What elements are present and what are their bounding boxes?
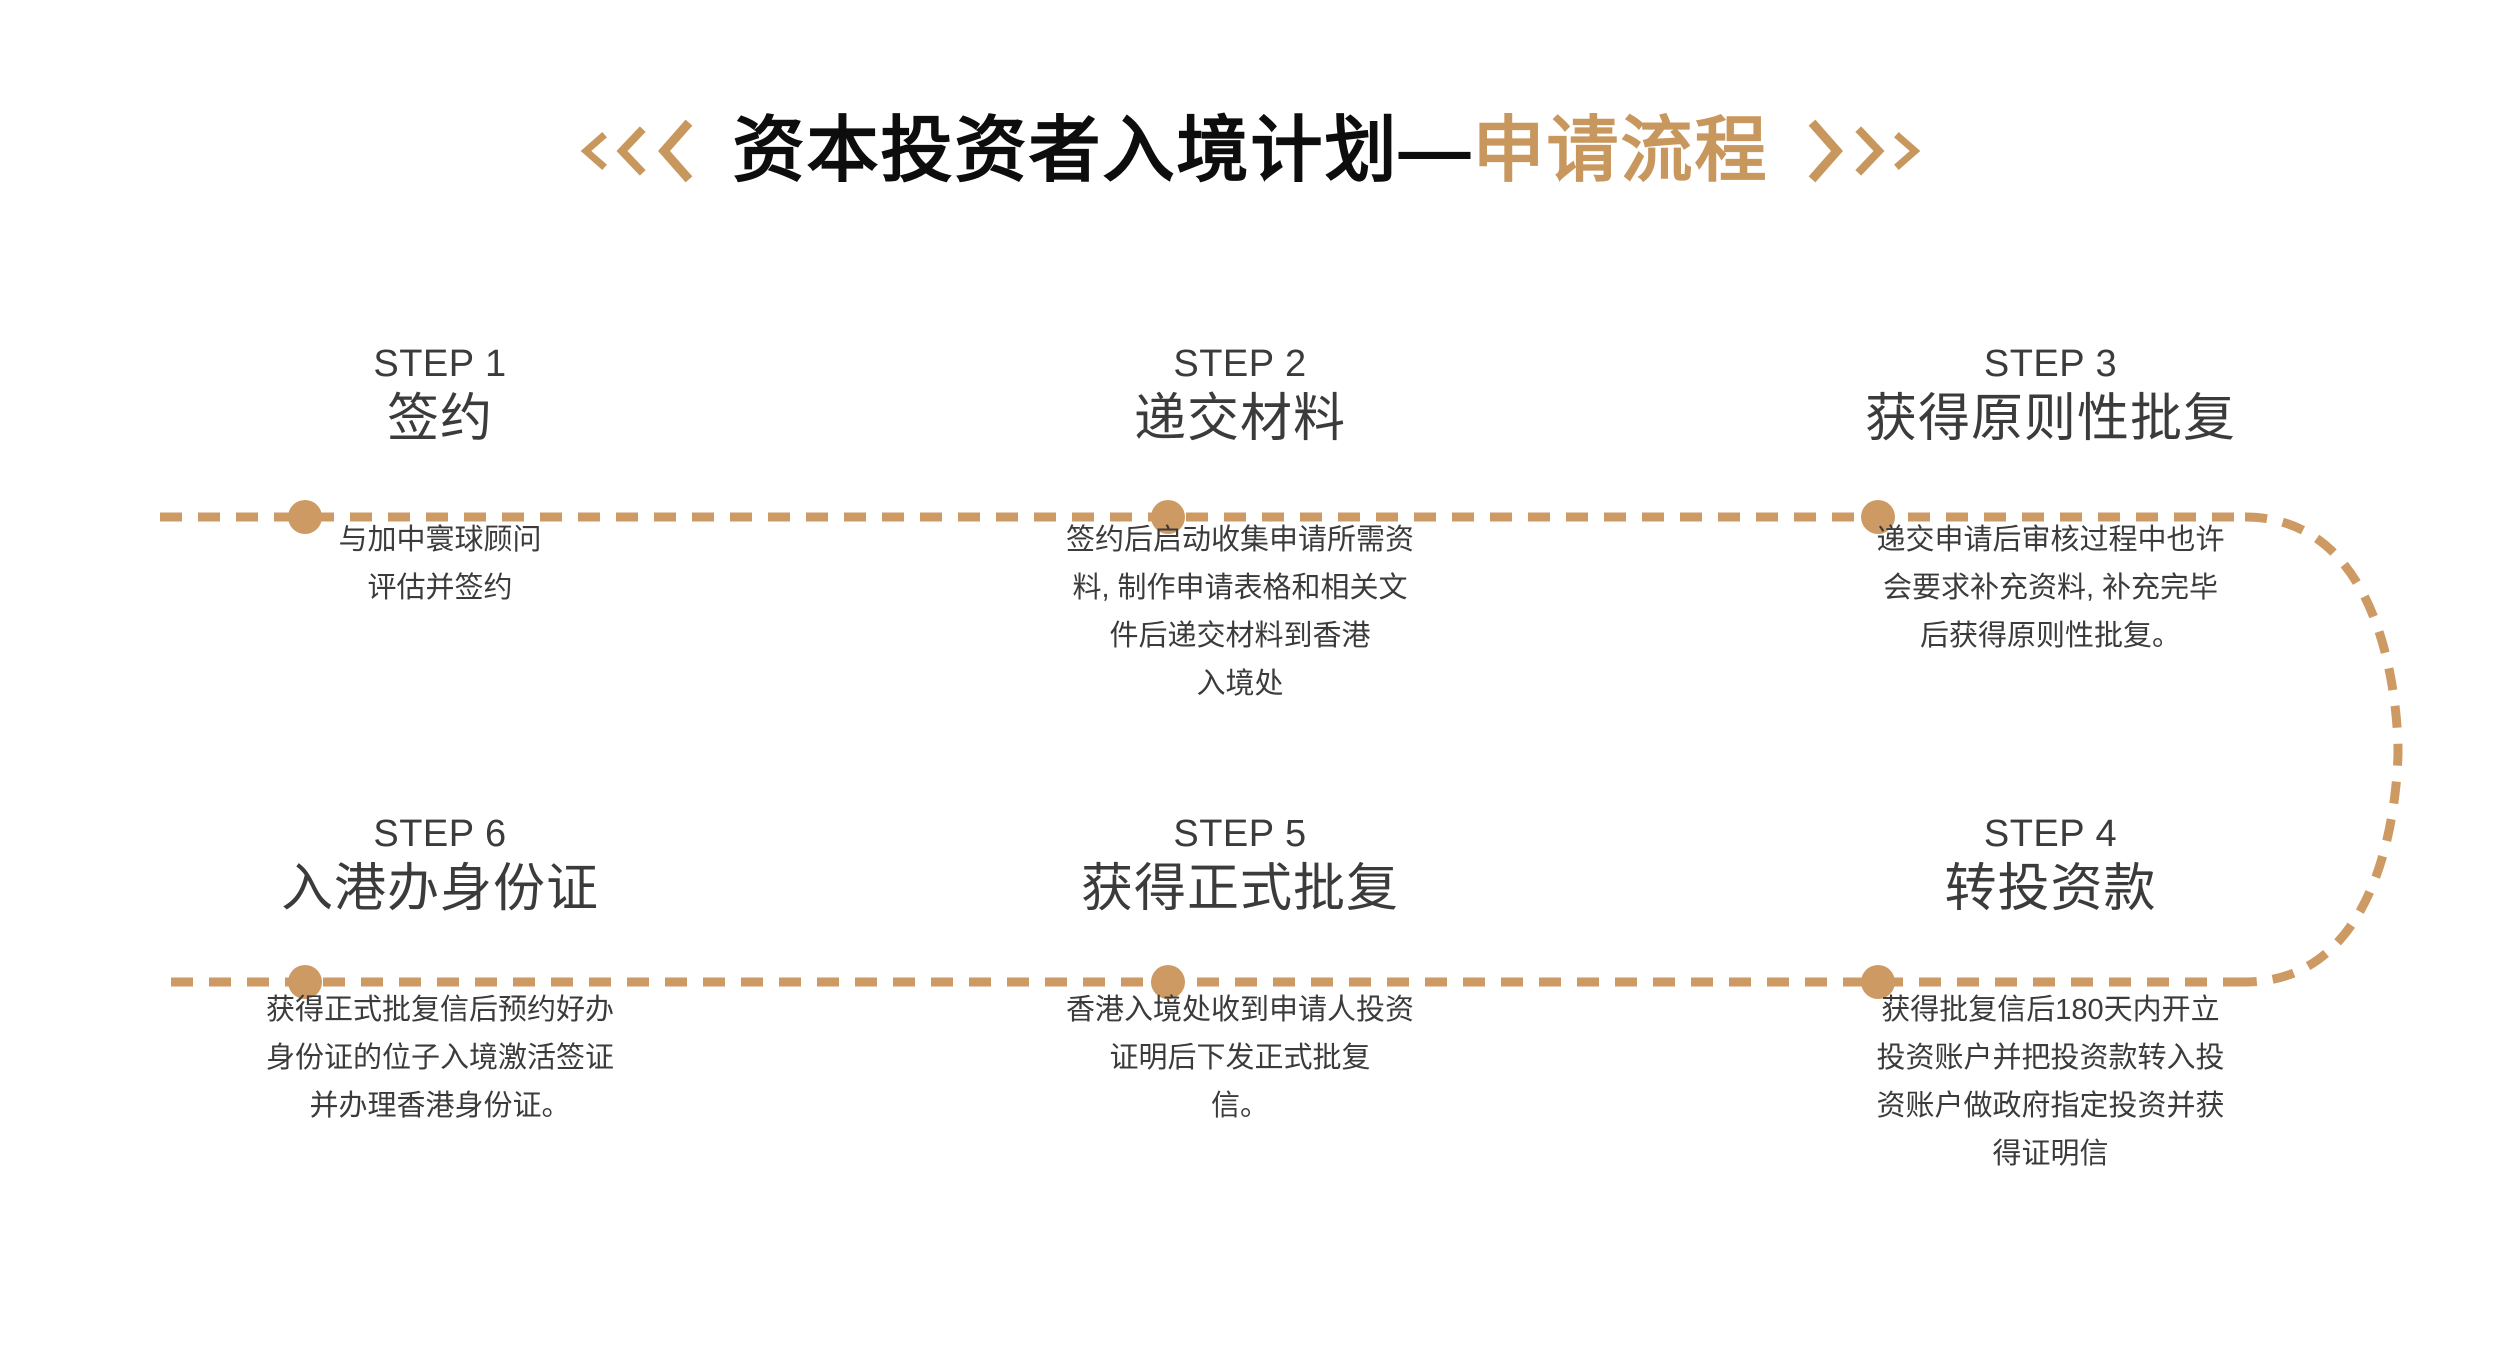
page-title: 资本投资者入境计划—申请流程 [732, 115, 1768, 187]
step-card-2: STEP 2 递交材料 签约后启动收集申请所需资 料, 制作申请表格和相关文 件… [880, 340, 1600, 708]
step-4-desc-line-3: 资账户做政府指定投资并获 [1876, 1090, 2225, 1122]
step-6-description: 获得正式批复信后预约好办 身份证的位子入境激活签证 并办理香港身份证。 [0, 986, 880, 1130]
page-title-accent: 申请流程 [1472, 111, 1769, 191]
step-5-desc-line-1: 香港入境处收到申请人投资 [1065, 994, 1414, 1026]
step-6-desc-line-1: 获得正式批复信后预约好办 [265, 994, 614, 1026]
right-chevrons-icon [1803, 116, 1925, 186]
step-2-header: STEP 2 递交材料 [880, 340, 1600, 450]
step-2-label: STEP 2 [1173, 343, 1307, 385]
step-5-title: 获得正式批复 [1080, 860, 1399, 918]
step-card-4: STEP 4 转投资款 获得批复信后180天内开立 投资账户并把投资款转入投 资… [1600, 810, 2501, 1178]
step-4-desc-line-4: 得证明信 [1992, 1138, 2109, 1170]
step-3-label: STEP 3 [1983, 343, 2118, 385]
page-title-bar: 资本投资者入境计划—申请流程 [0, 96, 2501, 206]
step-3-title: 获得原则性批复 [1864, 390, 2236, 448]
step-6-desc-line-2: 身份证的位子入境激活签证 [265, 1042, 614, 1074]
step-card-1: STEP 1 签约 与加中寰球顾问 评估并签约 [0, 340, 880, 708]
step-3-description: 递交申请后审核过程中也许 会要求补充资料, 补充完毕 后获得原则性批复。 [1600, 516, 2501, 660]
step-3-desc-line-2: 会要求补充资料, 补充完毕 [1882, 572, 2219, 604]
step-1-label: STEP 1 [373, 343, 507, 385]
step-2-desc-line-2: 料, 制作申请表格和相关文 [1072, 572, 1408, 604]
step-2-desc-line-1: 签约后启动收集申请所需资 [1065, 524, 1414, 556]
step-4-desc-line-1: 获得批复信后180天内开立 [1881, 994, 2220, 1026]
step-1-description: 与加中寰球顾问 评估并签约 [0, 516, 880, 612]
step-1-desc-line-2: 评估并签约 [367, 572, 513, 604]
step-6-label: STEP 6 [373, 813, 507, 855]
step-6-title: 入港办身份证 [280, 860, 599, 918]
step-card-3: STEP 3 获得原则性批复 递交申请后审核过程中也许 会要求补充资料, 补充完… [1600, 340, 2501, 708]
step-6-desc-line-3: 并办理香港身份证。 [309, 1090, 571, 1122]
step-card-5: STEP 5 获得正式批复 香港入境处收到申请人投资 证明后下发正式批复 信。 [880, 810, 1600, 1178]
step-5-desc-line-3: 信。 [1210, 1090, 1269, 1122]
step-3-header: STEP 3 获得原则性批复 [1600, 340, 2501, 450]
step-4-title: 转投资款 [1944, 860, 2157, 918]
step-card-6: STEP 6 入港办身份证 获得正式批复信后预约好办 身份证的位子入境激活签证 … [0, 810, 880, 1178]
step-5-header: STEP 5 获得正式批复 [880, 810, 1600, 920]
step-4-header: STEP 4 转投资款 [1600, 810, 2501, 920]
step-3-desc-line-1: 递交申请后审核过程中也许 [1876, 524, 2225, 556]
step-4-description: 获得批复信后180天内开立 投资账户并把投资款转入投 资账户做政府指定投资并获 … [1600, 986, 2501, 1178]
step-2-desc-line-3: 件后递交材料到香港 [1109, 620, 1371, 652]
step-3-desc-line-3: 后获得原则性批复。 [1919, 620, 2181, 652]
step-1-title: 签约 [386, 390, 493, 448]
step-4-label: STEP 4 [1983, 813, 2118, 855]
step-2-description: 签约后启动收集申请所需资 料, 制作申请表格和相关文 件后递交材料到香港 入境处 [880, 516, 1600, 708]
left-chevrons-icon [576, 116, 698, 186]
step-5-label: STEP 5 [1173, 813, 1307, 855]
step-2-desc-line-4: 入境处 [1196, 668, 1284, 700]
step-2-title: 递交材料 [1133, 390, 1346, 448]
page-title-primary: 资本投资者入境计划— [732, 111, 1473, 191]
step-5-description: 香港入境处收到申请人投资 证明后下发正式批复 信。 [880, 986, 1600, 1130]
step-5-desc-line-2: 证明后下发正式批复 [1109, 1042, 1371, 1074]
step-1-header: STEP 1 签约 [0, 340, 880, 450]
step-1-desc-line-1: 与加中寰球顾问 [338, 524, 542, 556]
timeline-row-bottom: STEP 6 入港办身份证 获得正式批复信后预约好办 身份证的位子入境激活签证 … [0, 810, 2501, 1178]
step-4-desc-line-2: 投资账户并把投资款转入投 [1876, 1042, 2225, 1074]
timeline-row-top: STEP 1 签约 与加中寰球顾问 评估并签约 STEP 2 递交材料 签约后启… [0, 340, 2501, 708]
step-6-header: STEP 6 入港办身份证 [0, 810, 880, 920]
